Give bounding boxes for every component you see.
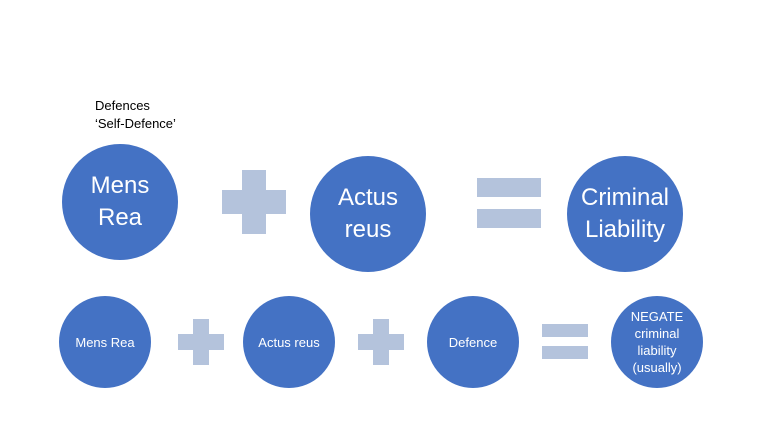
circle-mens-rea-small: Mens Rea bbox=[59, 296, 151, 388]
negate-line1: NEGATE bbox=[630, 309, 684, 324]
circle-actus-reus-small: Actus reus bbox=[243, 296, 335, 388]
circle-mens-rea-large: Mens Rea bbox=[62, 144, 178, 260]
plus-operator-row2-b bbox=[358, 319, 404, 365]
equals-operator-row2 bbox=[542, 324, 588, 360]
plus-operator-row1 bbox=[222, 170, 286, 234]
negate-line4: (usually) bbox=[632, 360, 682, 375]
mens-rea-large-line2: Rea bbox=[97, 204, 143, 231]
circle-defence: Defence bbox=[427, 296, 519, 388]
defence-label: Defence bbox=[448, 334, 498, 350]
negate-line3: liability bbox=[637, 343, 677, 358]
circle-criminal-liability: Criminal Liability bbox=[567, 156, 683, 272]
negate-line2: criminal bbox=[634, 326, 680, 341]
actus-reus-small-label: Actus reus bbox=[258, 334, 320, 350]
mens-rea-large-line1: Mens bbox=[90, 172, 150, 199]
circle-negate-criminal-liability: NEGATE criminal liability (usually) bbox=[611, 296, 703, 388]
criminal-liability-line2: Liability bbox=[584, 216, 666, 243]
defences-heading-line1: Defences bbox=[95, 98, 150, 113]
plus-operator-row2-a bbox=[178, 319, 224, 365]
mens-rea-small-label: Mens Rea bbox=[75, 334, 135, 350]
circle-actus-reus-large: Actus reus bbox=[310, 156, 426, 272]
actus-reus-large-line1: Actus bbox=[337, 184, 399, 211]
defences-heading: Defences ‘Self-Defence’ bbox=[95, 97, 176, 133]
equals-operator-row1 bbox=[477, 178, 541, 230]
defences-heading-line2: ‘Self-Defence’ bbox=[95, 116, 176, 131]
actus-reus-large-line2: reus bbox=[344, 216, 392, 243]
criminal-liability-line1: Criminal bbox=[580, 184, 669, 211]
